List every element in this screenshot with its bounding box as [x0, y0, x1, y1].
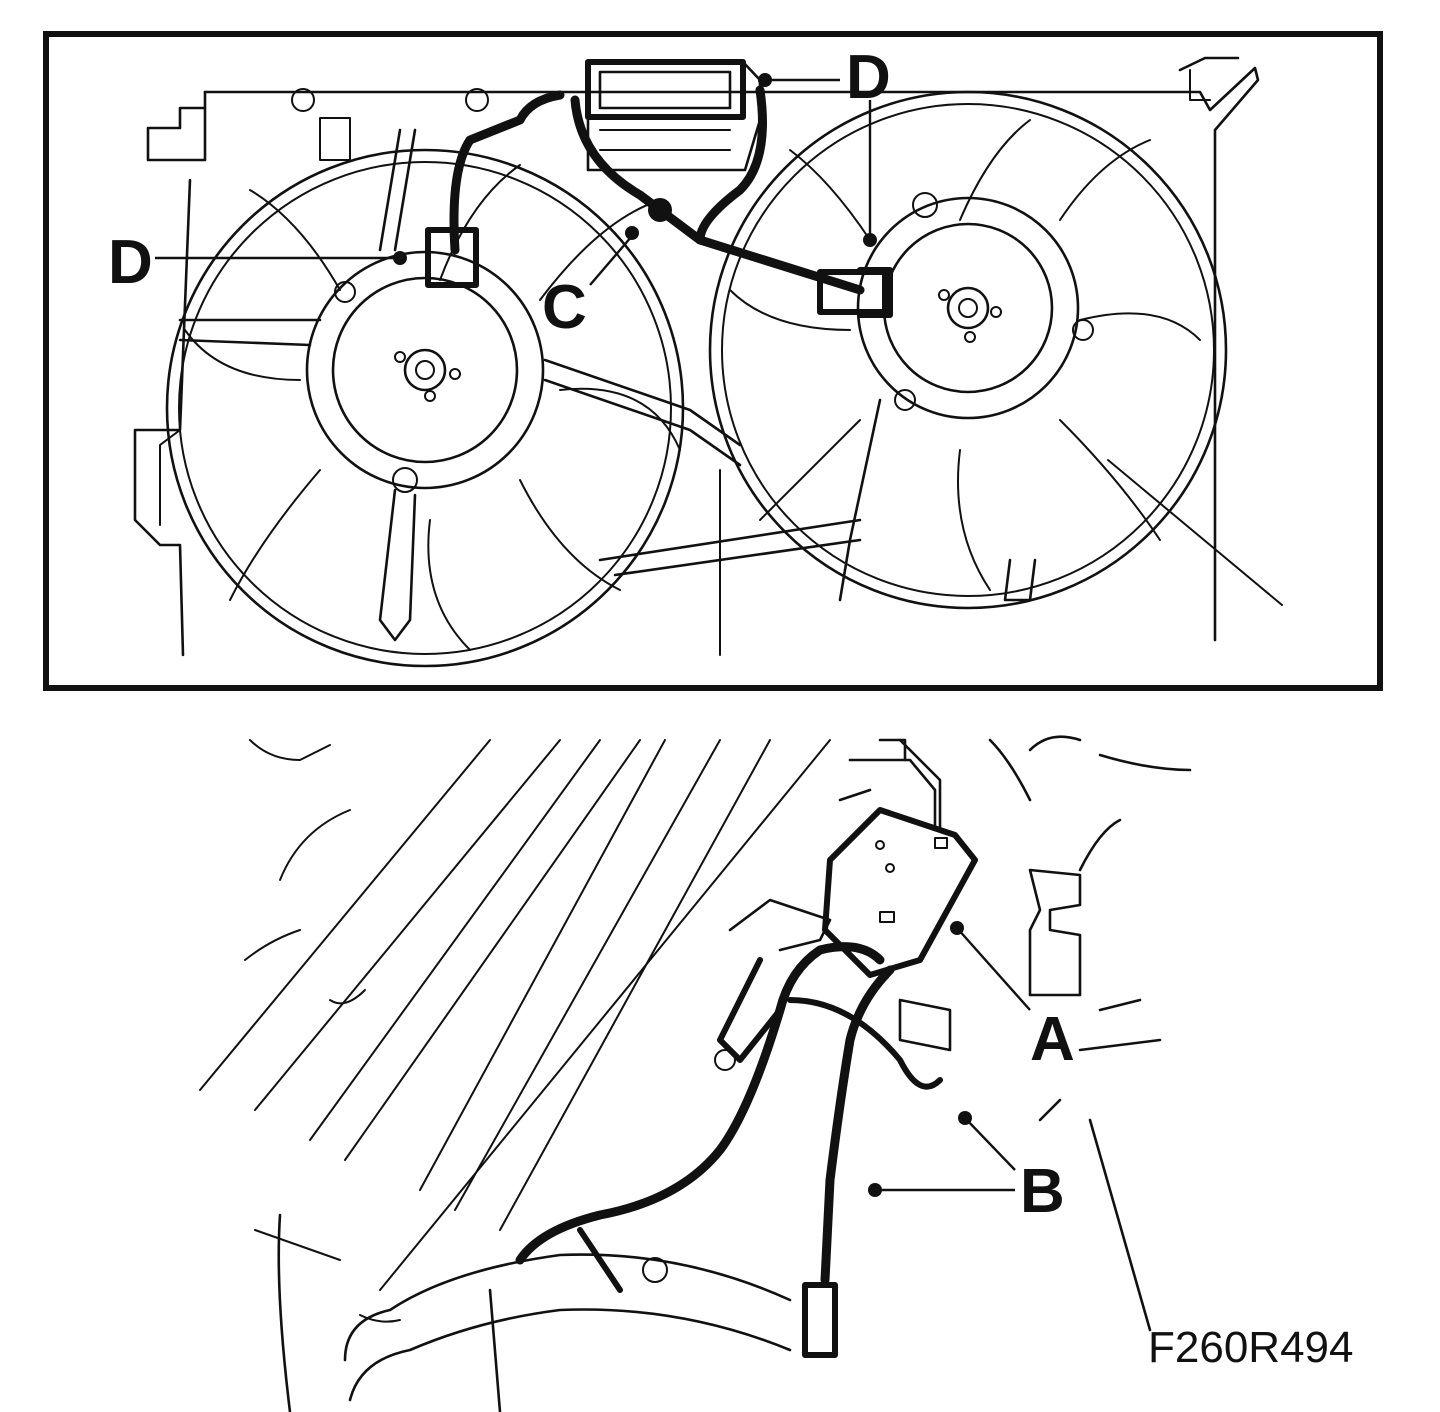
- harness-connector-block: [728, 738, 978, 1052]
- figure-code: F260R494: [1148, 1323, 1353, 1372]
- fan-control-module: [585, 59, 762, 172]
- fan-leaders: [155, 73, 877, 286]
- engine-bay-harness: [515, 942, 943, 1358]
- side-bracket: [898, 735, 1192, 1332]
- left-fan-blades: [184, 164, 681, 651]
- panel-frame: [43, 31, 1383, 691]
- engine-bay-leaders: [868, 921, 1031, 1197]
- callout-a: A: [1030, 1005, 1075, 1074]
- callout-d-right: D: [846, 43, 891, 112]
- right-fan: [598, 90, 1228, 610]
- engine-bay-detail: A B: [199, 735, 1192, 1412]
- callout-c: C: [542, 273, 587, 342]
- coolant-hose: [277, 1213, 792, 1412]
- callout-d-left: D: [108, 228, 153, 297]
- radiator-edge-lines: [199, 739, 831, 1291]
- right-fan-blades: [729, 119, 1201, 591]
- fan-wiring-harness: [425, 85, 893, 318]
- fan-assembly-panel: D C D: [43, 31, 1383, 691]
- callout-b: B: [1020, 1157, 1065, 1226]
